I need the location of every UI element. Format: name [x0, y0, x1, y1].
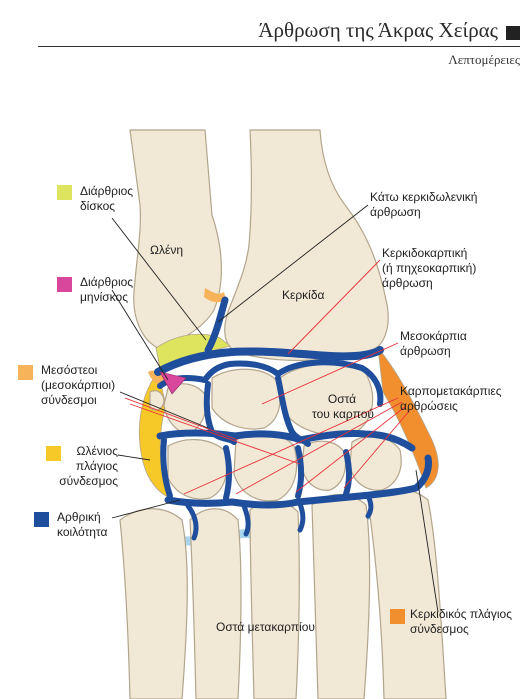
- meniscus-swatch: [57, 277, 72, 292]
- pisiform: [149, 390, 165, 411]
- radius-bone: [224, 129, 389, 362]
- leader-lines: [111, 204, 439, 613]
- label-carpometacarpal: Καρπομετακάρπιες αρθρώσεις: [400, 384, 502, 413]
- label-radiocarpal: Κερκιδοκαρπική (ή πηχεοκαρπική) άρθρωση: [382, 246, 477, 290]
- label-articular-cavity: Αρθρική κοιλότητα: [57, 510, 108, 539]
- label-articular-disc: Διάρθριος δίσκος: [80, 184, 134, 213]
- articular-cavity: [154, 296, 432, 541]
- label-distal-radioulnar: Κάτω κερκιδωλενική άρθρωση: [370, 190, 478, 219]
- label-midcarpal: Μεσοκάρπια άρθρωση: [400, 329, 467, 358]
- metacarpal-bones: [119, 488, 447, 699]
- label-interosseous: Μεσόστεοι (μεσοκάρπιοι) σύνδεσμοι: [41, 363, 116, 407]
- trapezoid: [301, 440, 347, 491]
- title-square-icon: [506, 26, 520, 40]
- ulnar-collateral-swatch: [46, 446, 61, 461]
- lunate: [211, 368, 281, 430]
- triquetrum: [163, 383, 207, 435]
- articular-disc-swatch: [57, 185, 72, 200]
- interosseous-swatch: [18, 365, 33, 380]
- articular-cavity-swatch: [34, 512, 49, 527]
- label-radius: Κερκίδα: [282, 288, 325, 302]
- trapezium: [349, 435, 402, 491]
- label-metacarpal-bones: Οστά μετακαρπίου: [216, 620, 315, 634]
- page-title: Άρθρωση της Άκρας Χείρας: [258, 18, 498, 42]
- hamate: [167, 439, 228, 500]
- label-carpal-bones: Οστά του καρπού: [312, 392, 374, 421]
- radial-collateral-swatch: [390, 609, 405, 624]
- ulna-bone: [129, 129, 222, 349]
- label-meniscus: Διάρθριος μηνίσκος: [80, 275, 134, 304]
- radial-collateral-ligament: [377, 346, 439, 489]
- page-subtitle: Λεπτομέρειες: [448, 52, 520, 67]
- label-ulna: Ωλένη: [150, 243, 183, 257]
- label-ulnar-collateral: Ωλένιος πλάγιος σύνδεσμος: [59, 444, 118, 488]
- header-rule: [38, 46, 520, 47]
- label-radial-collateral: Κερκιδικός πλάγιος σύνδεσμος: [410, 607, 512, 636]
